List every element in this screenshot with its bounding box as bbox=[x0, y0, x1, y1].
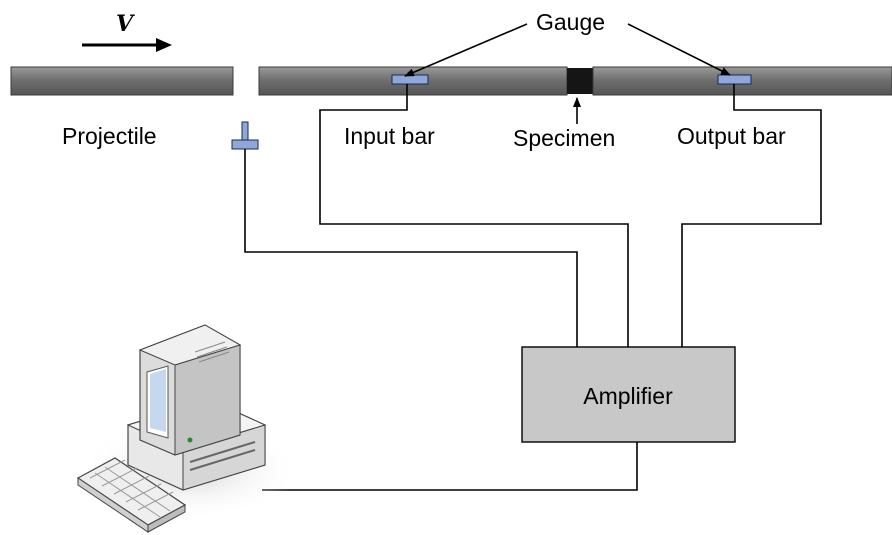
output-bar-label: Output bar bbox=[677, 123, 786, 149]
projectile-label: Projectile bbox=[62, 123, 157, 149]
wire-amplifier-to-computer bbox=[262, 442, 638, 491]
velocity-label: V bbox=[116, 11, 135, 37]
amplifier-box bbox=[521, 346, 736, 443]
gauge-pointer-input bbox=[404, 23, 528, 77]
input-bar-label: Input bar bbox=[344, 123, 435, 149]
keyboard-icon bbox=[76, 457, 187, 533]
arrow-right-head bbox=[156, 38, 172, 52]
amplifier-label: Amplifier bbox=[583, 383, 673, 409]
wire-input-gauge-to-amplifier bbox=[319, 84, 629, 347]
wire-sensor-to-amplifier bbox=[244, 149, 578, 347]
specimen-label: Specimen bbox=[513, 125, 615, 151]
velocity-sensor bbox=[231, 121, 259, 150]
projectile-bar bbox=[10, 66, 234, 96]
specimen-block bbox=[567, 68, 593, 94]
output-gauge bbox=[717, 74, 752, 85]
computer-icon bbox=[80, 324, 300, 520]
wire-output-gauge-to-amplifier bbox=[681, 84, 822, 347]
velocity-indicator: V bbox=[82, 11, 172, 52]
gauge-label: Gauge bbox=[536, 9, 605, 35]
input-gauge bbox=[391, 74, 429, 85]
gauge-pointer-output bbox=[627, 23, 731, 76]
